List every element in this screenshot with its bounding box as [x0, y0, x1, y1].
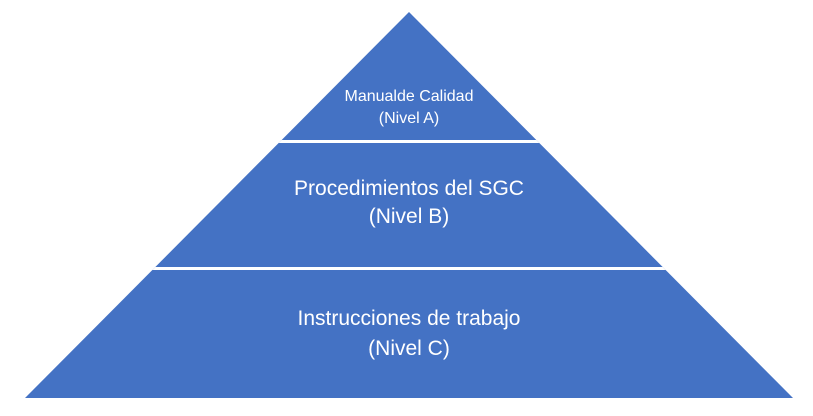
level-divider-bottom	[25, 267, 793, 270]
level-divider-top	[25, 140, 793, 143]
pyramid-triangle	[25, 12, 793, 398]
